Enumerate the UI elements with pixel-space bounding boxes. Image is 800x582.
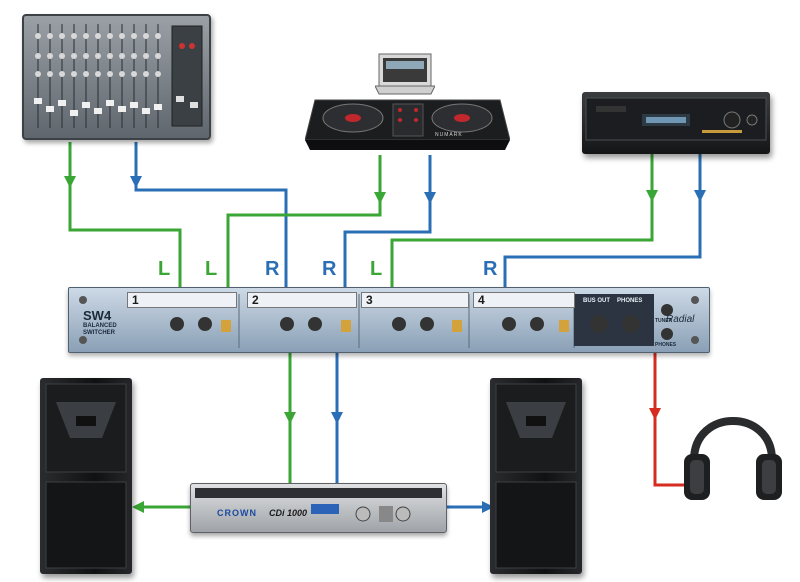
dj-left-cable bbox=[226, 155, 382, 287]
channel-2-label: 2 bbox=[247, 292, 357, 308]
label-dvd-right: R bbox=[483, 258, 498, 280]
channel-3-label: 3 bbox=[361, 292, 469, 308]
laptop bbox=[374, 52, 436, 96]
left-speaker-graphic bbox=[45, 383, 127, 569]
left-speaker bbox=[40, 378, 132, 574]
right-speaker-graphic bbox=[495, 383, 577, 569]
phones-jack-label: PHONES bbox=[655, 342, 677, 348]
switcher-model-label: SW4 bbox=[83, 308, 112, 323]
dj-right-cable bbox=[343, 155, 432, 287]
dj-controller: NUMARK bbox=[304, 80, 511, 152]
laptop-graphic bbox=[374, 53, 436, 95]
dvd-right-cable bbox=[503, 150, 702, 287]
switcher-panel-graphic bbox=[79, 294, 699, 348]
tuner-label: TUNER bbox=[655, 318, 673, 324]
right-speaker bbox=[490, 378, 582, 574]
switcher-subtitle-2: SWITCHER bbox=[83, 330, 115, 336]
label-dj-right: R bbox=[322, 258, 337, 280]
power-amplifier: CROWN CDi 1000 bbox=[190, 483, 447, 533]
phones-label: PHONES bbox=[617, 298, 643, 304]
label-dvd-left: L bbox=[370, 258, 383, 280]
dvd-player bbox=[582, 92, 770, 154]
mixer-faders-graphic bbox=[34, 24, 203, 128]
mixing-console bbox=[22, 14, 211, 140]
channel-4-label: 4 bbox=[473, 292, 575, 308]
headphones-graphic bbox=[684, 417, 782, 500]
channel-1-label: 1 bbox=[127, 292, 237, 308]
headphones-icon bbox=[680, 398, 786, 506]
amp-brand-label: CROWN bbox=[217, 508, 257, 518]
radial-logo: Radial bbox=[666, 314, 695, 325]
amplifier-graphic bbox=[195, 488, 442, 522]
label-mixer-left: L bbox=[158, 258, 171, 280]
label-mixer-right: R bbox=[265, 258, 280, 280]
balanced-switcher: SW4 BALANCED SWITCHER 1 2 3 4 BUS OUT PH… bbox=[68, 287, 710, 353]
label-dj-left: L bbox=[205, 258, 218, 280]
dj-brand-label: NUMARK bbox=[435, 132, 463, 138]
bus-out-label: BUS OUT bbox=[583, 298, 610, 304]
amp-model-label: CDi 1000 bbox=[269, 508, 308, 518]
dvd-player-graphic bbox=[585, 97, 767, 141]
switcher-subtitle-1: BALANCED bbox=[83, 323, 117, 329]
dj-controller-graphic bbox=[304, 99, 511, 150]
